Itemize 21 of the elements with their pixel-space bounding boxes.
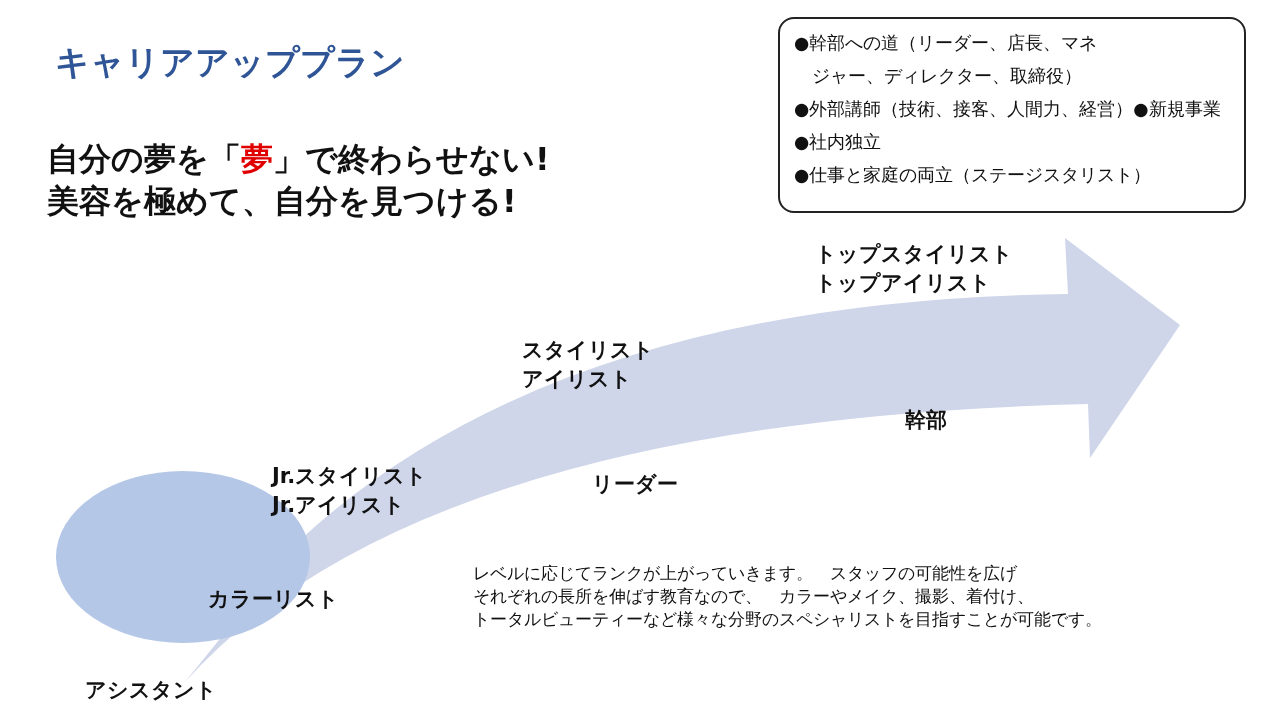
slogan: 自分の夢を「夢」で終わらせない! — [47, 139, 550, 180]
bullet-item: ●外部講師（技術、接客、人間力、経営）●新規事業 — [794, 98, 1222, 121]
title: キャリアアッププラン — [55, 41, 405, 84]
stage-label: スタイリスト — [522, 337, 654, 364]
stage-label: Jr.スタイリスト — [272, 463, 428, 490]
stage-label: アイリスト — [522, 366, 632, 393]
text-box — [778, 17, 1246, 213]
slogan: 美容を極めて、自分を見つける! — [47, 181, 517, 222]
stage-label: トップアイリスト — [815, 270, 991, 297]
description-text: レベルに応じてランクが上がっていきます。 スタッフの可能性を広げ — [473, 562, 1017, 585]
bullet-item: ●社内独立 — [794, 131, 883, 154]
stage-label: 幹部 — [905, 407, 947, 434]
stage-label: カラーリスト — [208, 586, 339, 613]
bullet-item: ●幹部への道（リーダー、店長、マネジャー、ディレクター、取締役） — [794, 32, 1099, 88]
description-text: それぞれの長所を伸ばす教育なので、 カラーやメイク、撮影、着付け、 — [473, 585, 1034, 608]
stage-label: リーダー — [592, 471, 678, 498]
description-text: トータルビューティーなど様々な分野のスペシャリストを目指すことが可能です。 — [473, 608, 1102, 631]
stage-label: アシスタント — [85, 677, 217, 704]
stage-label: Jr.アイリスト — [272, 492, 406, 519]
bullet-item: ●仕事と家庭の両立（ステージスタリスト） — [794, 164, 1153, 187]
stage-label: トップスタイリスト — [815, 241, 1013, 268]
